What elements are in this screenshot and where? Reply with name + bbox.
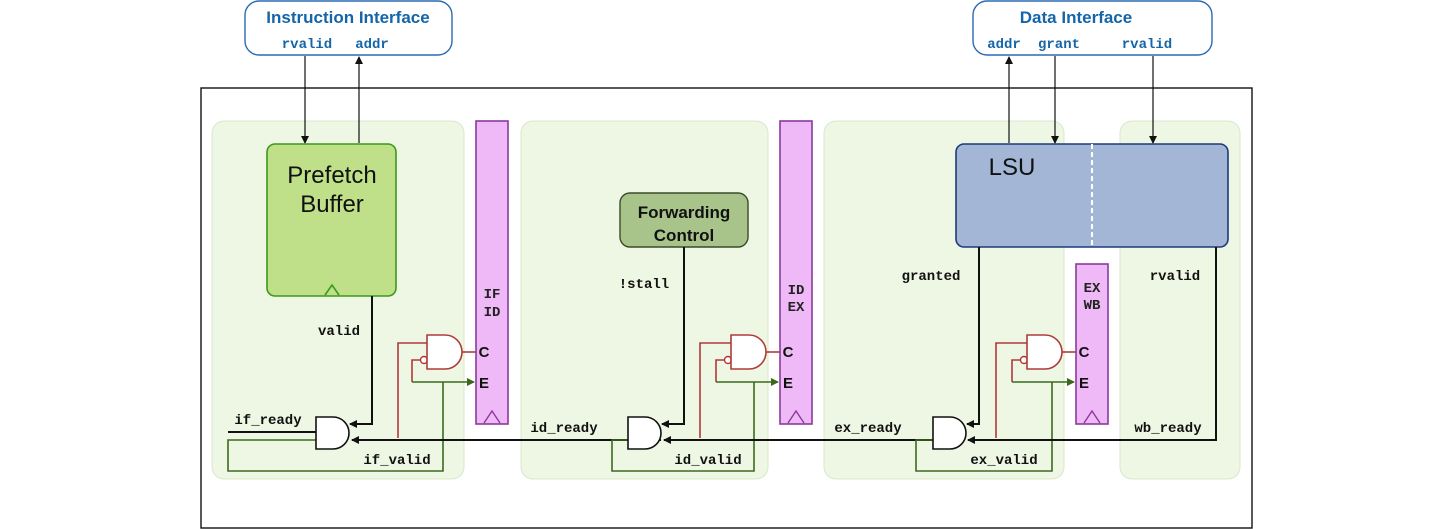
data-interface-addr: addr <box>987 37 1021 53</box>
wire-id-enable-feedback <box>715 359 725 382</box>
wire-id-valid-loop <box>611 382 755 472</box>
prefetch-clock-triangle <box>324 283 340 296</box>
register-id-ex-label-2: EX <box>788 300 805 316</box>
if-id-clock-port: C <box>479 344 490 361</box>
label-stall: !stall <box>619 277 669 293</box>
if-ready-and-gate <box>315 416 350 450</box>
forwarding-control: Forwarding Control <box>619 192 749 248</box>
if-clock-and-gate <box>426 334 463 370</box>
data-interface-title: Data Interface <box>1020 8 1132 27</box>
prefetch-buffer-label-1: Prefetch <box>287 162 376 189</box>
register-id-ex: ID EX <box>779 120 813 425</box>
register-if-id-label-2: ID <box>484 305 501 321</box>
register-ex-wb-label-2: WB <box>1084 298 1101 314</box>
instruction-interface-addr: addr <box>355 37 389 53</box>
label-id-valid: id_valid <box>674 453 741 469</box>
ex-wb-clock-port: C <box>1079 344 1090 361</box>
lsu: LSU <box>955 143 1229 248</box>
label-rvalid: rvalid <box>1150 269 1200 285</box>
wire-granted <box>966 247 980 428</box>
prefetch-buffer: Prefetch Buffer <box>266 143 397 297</box>
forwarding-control-label-2: Control <box>654 226 714 245</box>
id-ex-clock-port: C <box>783 344 794 361</box>
register-ex-wb-label-1: EX <box>1084 281 1101 297</box>
label-ex-valid: ex_valid <box>970 453 1037 469</box>
ex-clock-and-gate <box>1026 334 1063 370</box>
ex-ready-and-gate <box>932 416 967 450</box>
label-ex-ready: ex_ready <box>834 421 902 437</box>
register-id-ex-label-1: ID <box>788 283 805 299</box>
id-ready-and-gate <box>627 416 662 450</box>
instruction-interface: Instruction Interface rvalid addr <box>244 0 453 56</box>
wire-ex-valid-loop <box>915 382 1053 472</box>
instruction-interface-rvalid: rvalid <box>282 37 332 53</box>
wire-valid <box>349 296 373 428</box>
wire-wb-ready <box>967 247 1217 444</box>
wire-ex-ready-to-clock-gate <box>995 342 1027 438</box>
instruction-interface-title: Instruction Interface <box>266 8 429 27</box>
prefetch-buffer-label-2: Buffer <box>300 191 364 218</box>
id-ex-enable-port: E <box>783 375 793 392</box>
wire-if-valid-loop <box>227 382 444 472</box>
register-ex-wb: EX WB <box>1075 263 1109 425</box>
label-wb-ready: wb_ready <box>1134 421 1202 437</box>
wire-if-ready-to-clock-gate <box>397 342 427 438</box>
label-id-ready: id_ready <box>530 421 598 437</box>
wire-if-enable-feedback <box>411 359 421 382</box>
label-if-ready: if_ready <box>234 413 302 429</box>
core-boundary <box>200 87 1253 529</box>
label-valid: valid <box>318 324 360 340</box>
data-interface-grant: grant <box>1038 37 1080 53</box>
label-if-valid: if_valid <box>363 453 430 469</box>
data-interface-rvalid: rvalid <box>1122 37 1172 53</box>
wire-stall <box>661 247 685 428</box>
data-interface: Data Interface addr grant rvalid <box>972 0 1213 56</box>
wire-id-ready-to-clock-gate <box>699 342 731 438</box>
register-if-id-label-1: IF <box>484 287 501 303</box>
lsu-label: LSU <box>989 154 1036 181</box>
id-clock-and-gate <box>730 334 767 370</box>
forwarding-control-label-1: Forwarding <box>638 203 731 222</box>
label-granted: granted <box>902 269 961 285</box>
register-if-id: IF ID <box>475 120 509 425</box>
ex-wb-enable-port: E <box>1079 375 1089 392</box>
if-id-enable-port: E <box>479 375 489 392</box>
wire-ex-enable-feedback <box>1011 359 1021 382</box>
